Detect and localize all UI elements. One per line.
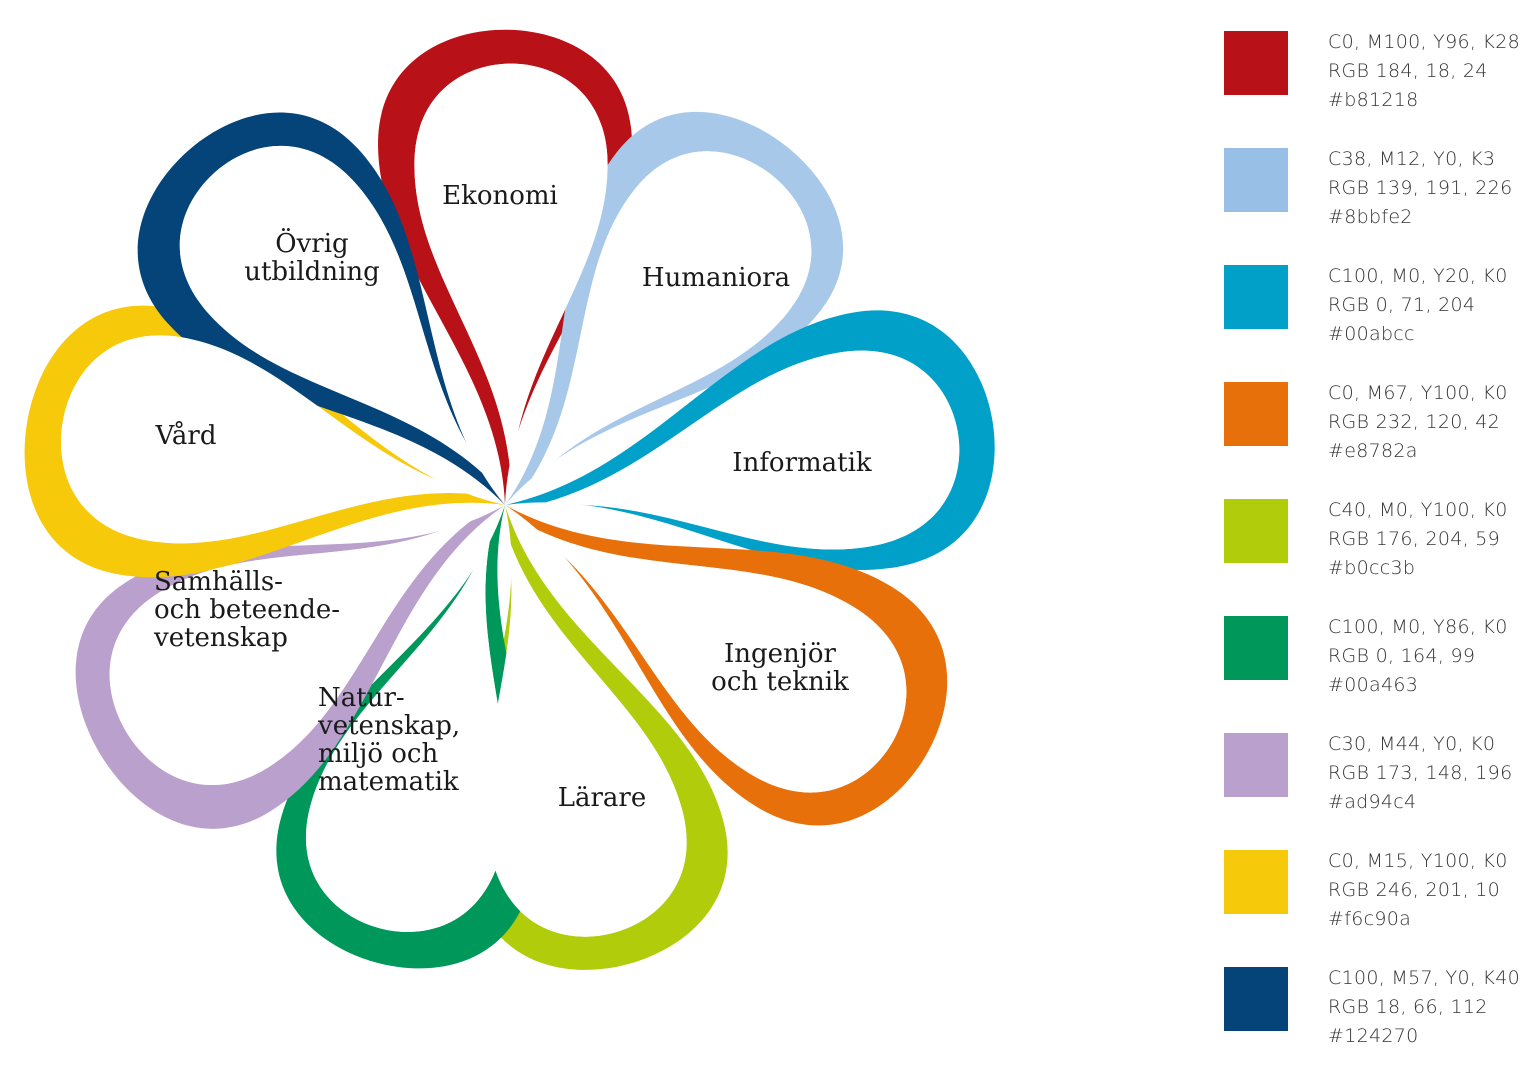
petal-inner-samhall xyxy=(109,510,485,785)
legend-rgb-text: RGB 184, 18, 24 xyxy=(1328,60,1488,82)
legend-cmyk-text: C100, M0, Y86, K0 xyxy=(1328,616,1508,638)
color-swatch xyxy=(1224,148,1288,212)
petal-label-ingenjor: Ingenjör och teknik xyxy=(711,639,849,697)
color-values: C40, M0, Y100, K0 RGB 176, 204, 59 #b0cc3b xyxy=(1328,496,1508,583)
petal-label-ekonomi: Ekonomi xyxy=(442,181,558,211)
color-swatch xyxy=(1224,850,1288,914)
legend-cmyk-text: C38, M12, Y0, K3 xyxy=(1328,148,1496,170)
legend-hex-text: #b81218 xyxy=(1328,89,1419,111)
petal-label-vard: Vård xyxy=(155,421,217,451)
legend-cmyk-text: C100, M57, Y0, K40 xyxy=(1328,967,1521,989)
color-values: C0, M15, Y100, K0 RGB 246, 201, 10 #f6c90a xyxy=(1328,847,1508,934)
color-swatch xyxy=(1224,967,1288,1031)
flower-diagram xyxy=(24,29,995,970)
color-swatch xyxy=(1224,733,1288,797)
legend-item: C30, M44, Y0, K0 RGB 173, 148, 196 #ad94c4 xyxy=(1224,730,1534,847)
petal-inner-ovrig xyxy=(179,145,497,487)
color-values: C30, M44, Y0, K0 RGB 173, 148, 196 #ad94c4 xyxy=(1328,730,1512,817)
legend-hex-text: #8bbfe2 xyxy=(1328,206,1413,228)
legend-rgb-text: RGB 18, 66, 112 xyxy=(1328,996,1488,1018)
legend-rgb-text: RGB 173, 148, 196 xyxy=(1328,762,1513,784)
legend-rgb-text: RGB 0, 71, 204 xyxy=(1328,294,1476,316)
legend-hex-text: #ad94c4 xyxy=(1328,791,1417,813)
legend-cmyk-text: C30, M44, Y0, K0 xyxy=(1328,733,1496,755)
legend-item: C40, M0, Y100, K0 RGB 176, 204, 59 #b0cc3b xyxy=(1224,496,1534,613)
legend-hex-text: #00a463 xyxy=(1328,674,1419,696)
legend-cmyk-text: C0, M100, Y96, K28 xyxy=(1328,31,1521,53)
legend-hex-text: #f6c90a xyxy=(1328,908,1412,930)
petal-inner-humaniora xyxy=(522,151,812,493)
legend-item: C100, M0, Y86, K0 RGB 0, 164, 99 #00a463 xyxy=(1224,613,1534,730)
color-swatch xyxy=(1224,265,1288,329)
petal-label-informatik: Informatik xyxy=(732,448,872,478)
legend-item: C100, M0, Y20, K0 RGB 0, 71, 204 #00abcc xyxy=(1224,262,1534,379)
legend-rgb-text: RGB 246, 201, 10 xyxy=(1328,879,1501,901)
color-values: C38, M12, Y0, K3 RGB 139, 191, 226 #8bbfe2 xyxy=(1328,145,1512,232)
legend-cmyk-text: C100, M0, Y20, K0 xyxy=(1328,265,1508,287)
color-swatch xyxy=(1224,499,1288,563)
color-swatch xyxy=(1224,31,1288,95)
petal-inner-ekonomi xyxy=(414,63,608,485)
petal-inner-informatik xyxy=(525,350,960,550)
petal-inner-ingenjor xyxy=(519,520,907,793)
legend-rgb-text: RGB 0, 164, 99 xyxy=(1328,645,1476,667)
petal-label-larare: Lärare xyxy=(557,783,647,813)
legend-hex-text: #124270 xyxy=(1328,1025,1419,1047)
petal-label-samhall: Samhälls- och beteende- vetenskap xyxy=(154,567,341,653)
petal-label-natur: Natur- vetenskap, miljö och matematik xyxy=(318,683,461,797)
legend-item: C0, M15, Y100, K0 RGB 246, 201, 10 #f6c90a xyxy=(1224,847,1534,964)
legend-hex-text: #b0cc3b xyxy=(1328,557,1416,579)
petal-inner-larare xyxy=(485,525,687,937)
legend-cmyk-text: C0, M67, Y100, K0 xyxy=(1328,382,1508,404)
petal-inner-natur xyxy=(306,522,508,932)
color-values: C100, M0, Y86, K0 RGB 0, 164, 99 #00a463 xyxy=(1328,613,1508,700)
legend-rgb-text: RGB 176, 204, 59 xyxy=(1328,528,1501,550)
color-values: C100, M0, Y20, K0 RGB 0, 71, 204 #00abcc xyxy=(1328,262,1508,349)
legend-cmyk-text: C0, M15, Y100, K0 xyxy=(1328,850,1508,872)
color-swatch xyxy=(1224,382,1288,446)
petal-inner-vard xyxy=(61,335,487,544)
color-values: C0, M67, Y100, K0 RGB 232, 120, 42 #e8782a xyxy=(1328,379,1508,466)
legend-cmyk-text: C40, M0, Y100, K0 xyxy=(1328,499,1508,521)
legend-hex-text: #00abcc xyxy=(1328,323,1415,345)
petal-label-ovrig: Övrig utbildning xyxy=(244,229,380,287)
legend-rgb-text: RGB 232, 120, 42 xyxy=(1328,411,1501,433)
legend-item: C38, M12, Y0, K3 RGB 139, 191, 226 #8bbfe2 xyxy=(1224,145,1534,262)
legend-item: C0, M67, Y100, K0 RGB 232, 120, 42 #e8782a xyxy=(1224,379,1534,496)
legend-hex-text: #e8782a xyxy=(1328,440,1418,462)
legend-rgb-text: RGB 139, 191, 226 xyxy=(1328,177,1513,199)
color-swatch xyxy=(1224,616,1288,680)
petal-label-humaniora: Humaniora xyxy=(641,263,791,293)
